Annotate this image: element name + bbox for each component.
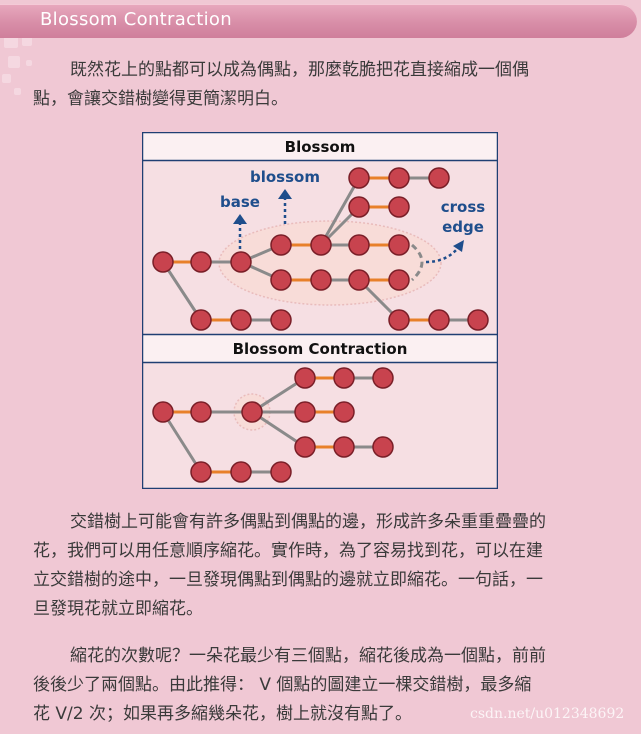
- graph-node: [152, 251, 174, 273]
- text-line: 花 V/2 次；如果再多縮幾朵花，樹上就沒有點了。: [33, 704, 412, 724]
- body-paragraph-2: 交錯樹上可能會有許多偶點到偶點的邊，形成許多朵重重疊疊的 花，我們可以用任意順序…: [33, 508, 608, 624]
- graph-node: [270, 309, 292, 331]
- title-bar-top: [142, 132, 498, 162]
- text-line: 點，會讓交錯樹變得更簡潔明白。: [33, 89, 288, 109]
- label-base: base: [220, 193, 260, 211]
- graph-node: [294, 367, 316, 389]
- graph-node: [270, 461, 292, 483]
- graph-node: [348, 234, 370, 256]
- cross-edge-arrow: [425, 247, 459, 264]
- unmatched-edge: [161, 411, 203, 473]
- graph-node: [388, 234, 410, 256]
- graph-node: [190, 401, 212, 423]
- graph-node: [428, 167, 450, 189]
- graph-node: [152, 401, 174, 423]
- cross-edge-arrow-head: [453, 240, 464, 252]
- graph-node: [310, 234, 332, 256]
- decoration: [8, 56, 20, 68]
- cross-edge-line: [410, 243, 424, 282]
- text-line: 後後少了兩個點。由此推得： V 個點的圖建立一棵交錯樹，最多縮: [33, 675, 532, 695]
- graph-node: [190, 251, 212, 273]
- base-node: [230, 251, 252, 273]
- graph-node: [467, 309, 489, 331]
- graph-node: [388, 309, 410, 331]
- watermark: csdn.net/u012348692: [470, 706, 625, 722]
- graph-node: [372, 367, 394, 389]
- section-header: Blossom Contraction: [0, 4, 637, 38]
- decoration: [22, 36, 32, 46]
- decoration: [26, 60, 32, 66]
- contracted-node: [241, 401, 263, 423]
- graph-node: [348, 269, 370, 291]
- graph-node: [372, 436, 394, 458]
- graph-node: [294, 436, 316, 458]
- text-line: 既然花上的點都可以成為偶點，那麼乾脆把花直接縮成一個偶: [70, 60, 529, 80]
- graph-node: [270, 269, 292, 291]
- graph-node: [190, 309, 212, 331]
- graph-node: [294, 401, 316, 423]
- decoration: [2, 74, 11, 83]
- blossom-figure: Blossom Blossom Contraction: [142, 132, 498, 489]
- figure-title-blossom: Blossom: [285, 138, 356, 156]
- intro-paragraph: 既然花上的點都可以成為偶點，那麼乾脆把花直接縮成一個偶 點，會讓交錯樹變得更簡潔…: [33, 56, 608, 114]
- graph-node: [310, 269, 332, 291]
- base-arrow-head: [233, 214, 247, 224]
- figure-title-contraction: Blossom Contraction: [233, 340, 408, 358]
- text-line: 縮花的次數呢？一朵花最少有三個點，縮花後成為一個點，前前: [70, 646, 546, 666]
- label-cross: cross: [441, 198, 486, 216]
- graph-node: [230, 461, 252, 483]
- graph-node: [348, 196, 370, 218]
- graph-node: [333, 367, 355, 389]
- blossom-arrow-head: [278, 189, 292, 199]
- graph-node: [348, 167, 370, 189]
- unmatched-edge: [319, 177, 361, 246]
- graph-node: [388, 167, 410, 189]
- graph-node: [388, 196, 410, 218]
- unmatched-edge: [161, 261, 203, 321]
- graph-node: [428, 309, 450, 331]
- section-title: Blossom Contraction: [40, 9, 232, 30]
- blossom-region: [218, 220, 442, 306]
- body-paragraph-3: 縮花的次數呢？一朵花最少有三個點，縮花後成為一個點，前前 後後少了兩個點。由此推…: [33, 642, 608, 729]
- text-line: 交錯樹上可能會有許多偶點到偶點的邊，形成許多朵重重疊疊的: [70, 512, 546, 532]
- text-line: 花，我們可以用任意順序縮花。實作時，為了容易找到花，可以在建: [33, 541, 543, 561]
- graph-node: [270, 234, 292, 256]
- label-blossom: blossom: [250, 168, 320, 186]
- graph-node: [230, 309, 252, 331]
- label-edge: edge: [442, 218, 484, 236]
- decoration: [14, 88, 21, 95]
- text-line: 立交錯樹的途中，一旦發現偶點到偶點的邊就立即縮花。一句話，一: [33, 570, 543, 590]
- text-line: 旦發現花就立即縮花。: [33, 599, 203, 619]
- graph-node: [333, 401, 355, 423]
- graph-node: [333, 436, 355, 458]
- graph-node: [190, 461, 212, 483]
- graph-node: [388, 269, 410, 291]
- title-bar-bottom: [142, 333, 498, 364]
